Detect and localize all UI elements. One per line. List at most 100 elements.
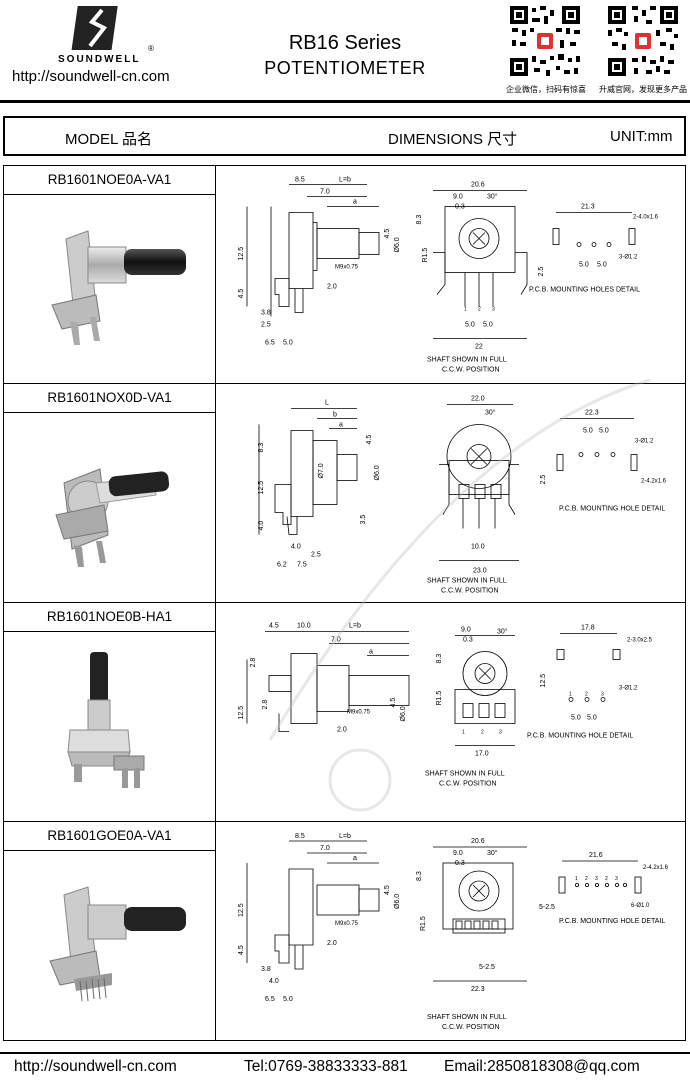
dim-2-0: 2.0 — [327, 284, 337, 291]
dim-2-5: 2.5 — [311, 552, 321, 559]
product-photo — [67, 652, 145, 788]
pcb-pin-d: 2 — [605, 876, 608, 882]
dim-4-5b: 4.5 — [384, 229, 391, 239]
dim-8-5: 8.5 — [295, 833, 305, 840]
dim-l-b: L=b — [339, 833, 351, 840]
dim-0-3: 0.3 — [455, 860, 465, 867]
pin-1: 1 — [464, 307, 467, 313]
dim-2-0: 2.0 — [327, 940, 337, 947]
dim-4-0b: 4.0 — [291, 544, 301, 551]
angle-30: 30° — [497, 628, 508, 636]
pcb-21-6: 21.6 — [589, 852, 603, 859]
wechat-qr-code — [508, 4, 582, 78]
dim-4-5b: 4.5 — [390, 698, 397, 708]
header-url[interactable]: http://soundwell-cn.com — [12, 68, 170, 85]
table-row: RB1601NOX0D-VA1 L b — [4, 384, 685, 603]
dim-6-2: 6.2 — [277, 562, 287, 569]
pcb-5-0b: 5.0 — [587, 715, 597, 722]
dim-17-0: 17.0 — [475, 751, 489, 758]
footer-email[interactable]: Email:2850818308@qq.com — [444, 1058, 640, 1075]
pcb-hole: 3-Ø1.2 — [619, 255, 638, 261]
angle-30: 30° — [487, 849, 498, 857]
dim-dia: Ø6.0 — [394, 237, 401, 252]
product-photo — [55, 468, 170, 567]
pcb-hole: 3-Ø1.2 — [619, 686, 638, 692]
registered-icon: ® — [148, 44, 154, 53]
product-title: POTENTIOMETER — [264, 58, 426, 78]
pcb-label: P.C.B. MOUNTING HOLE DETAIL — [527, 733, 633, 740]
dim-l: L — [325, 400, 329, 407]
pcb-17-8: 17.8 — [581, 625, 595, 632]
pcb-pin-3: 3 — [601, 692, 604, 698]
dim-4-0: 4.0 — [269, 978, 279, 985]
product-table: RB1601NOE0A-VA1 — [3, 165, 686, 1041]
pcb-pin-a: 1 — [575, 876, 578, 882]
header: SOUNDWELL ® http://soundwell-cn.com RB16… — [0, 0, 690, 100]
pcb-5-0a: 5.0 — [583, 428, 593, 435]
pcb-2-5: 2.5 — [540, 475, 547, 485]
pin-3: 3 — [499, 730, 502, 736]
caption-shaft: SHAFT SHOWN IN FULL — [427, 357, 507, 364]
dimension-drawing: 8.5 7.0 L=b a 12.5 4.5 3.8 2.5 6.5 5.0 2… — [238, 177, 659, 374]
pcb-5-0b: 5.0 — [599, 428, 609, 435]
dim-7-0: 7.0 — [331, 637, 341, 644]
model-name: RB1601NOE0B-HA1 — [4, 603, 215, 632]
dim-dia: Ø6.0 — [400, 706, 407, 721]
dim-7-0: 7.0 — [320, 189, 330, 196]
dim-22: 22 — [475, 344, 483, 351]
dim-7-0: 7.0 — [320, 845, 330, 852]
thread-label: M9x0.75 — [335, 921, 359, 927]
thread-label: M9x0.75 — [335, 265, 359, 271]
pcb-5-0a: 5.0 — [571, 715, 581, 722]
dim-8-5: 8.5 — [295, 177, 305, 184]
dim-9-0: 9.0 — [453, 194, 463, 201]
caption-shaft: SHAFT SHOWN IN FULL — [427, 1014, 507, 1021]
table-header: MODEL 品名 DIMENSIONS 尺寸 UNIT:mm — [3, 116, 686, 156]
caption-shaft: SHAFT SHOWN IN FULL — [427, 578, 507, 585]
dim-5-0b: 5.0 — [483, 322, 493, 329]
dim-9-0: 9.0 — [453, 850, 463, 857]
dim-l-b: L=b — [339, 177, 351, 184]
pcb-pin-b: 2 — [585, 876, 588, 882]
column-unit: UNIT:mm — [610, 128, 673, 145]
qr-caption-wechat: 企业微信，扫码有惊喜 — [506, 85, 586, 94]
column-model: MODEL 品名 — [65, 131, 152, 148]
caption-ccw: C.C.W. POSITION — [441, 588, 499, 595]
dim-22-0: 22.0 — [471, 396, 485, 403]
pcb-label: P.C.B. MOUNTING HOLES DETAIL — [529, 287, 640, 294]
qr-caption-website: 升威官网，发现更多产品 — [599, 85, 687, 94]
header-rule — [0, 100, 690, 103]
product-photo — [49, 886, 186, 1002]
dim-r1-5: R1.5 — [422, 248, 429, 263]
pcb-hole: 3-Ø1.2 — [635, 439, 654, 445]
dim-2-8b: 2.8 — [262, 700, 269, 710]
thread-label: M9x0.75 — [347, 710, 371, 716]
dim-22-3: 22.3 — [471, 986, 485, 993]
footer-tel: Tel:0769-38833333-881 — [244, 1058, 408, 1075]
dim-b: b — [333, 412, 337, 419]
dim-4-0a: 4.0 — [258, 521, 265, 531]
dim-a: a — [339, 422, 343, 429]
pcb-21-3: 21.3 — [581, 204, 595, 211]
pcb-pin-c: 3 — [595, 876, 598, 882]
dim-23-0: 23.0 — [473, 568, 487, 575]
pin-2: 2 — [481, 730, 484, 736]
dim-3-5: 3.5 — [360, 515, 367, 525]
dim-0-3: 0.3 — [455, 204, 465, 211]
caption-ccw: C.C.W. POSITION — [442, 367, 500, 374]
dim-5-0a: 5.0 — [465, 322, 475, 329]
model-name: RB1601GOE0A-VA1 — [4, 822, 215, 851]
dim-r1-5: R1.5 — [420, 916, 427, 931]
dim-12-5: 12.5 — [238, 247, 245, 261]
dim-12-5: 12.5 — [258, 481, 265, 495]
dim-5-0: 5.0 — [283, 340, 293, 347]
pcb-5-2-5: 5-2.5 — [539, 904, 555, 911]
dim-a: a — [353, 199, 357, 206]
model-name: RB1601NOX0D-VA1 — [4, 384, 215, 413]
footer-url[interactable]: http://soundwell-cn.com — [14, 1058, 177, 1075]
dim-20-6: 20.6 — [471, 182, 485, 189]
pcb-2-5: 2.5 — [538, 267, 545, 277]
angle-30: 30° — [487, 193, 498, 201]
dim-8-3: 8.3 — [258, 443, 265, 453]
dim-4-5: 4.5 — [238, 945, 245, 955]
